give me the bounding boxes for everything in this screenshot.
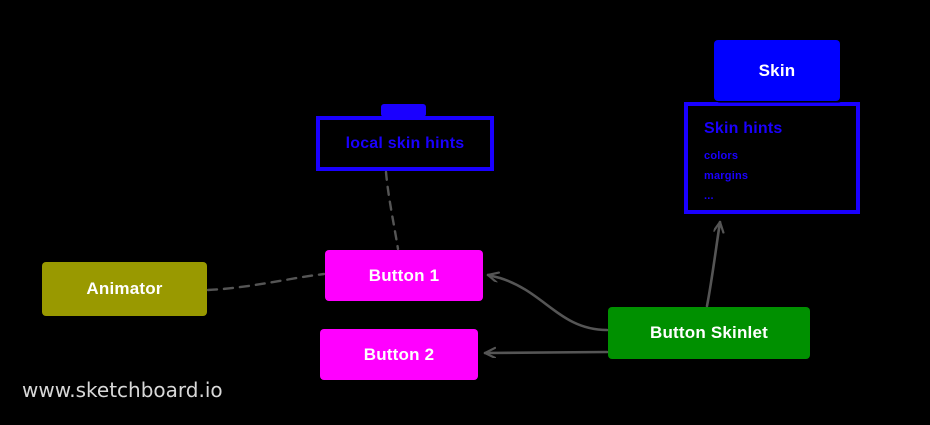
node-skin[interactable]: Skin bbox=[714, 40, 840, 101]
node-button-1[interactable]: Button 1 bbox=[325, 250, 483, 301]
node-button-skinlet[interactable]: Button Skinlet bbox=[608, 307, 810, 359]
connector-animator-to-button1 bbox=[206, 272, 326, 292]
node-button-2-label: Button 2 bbox=[363, 344, 435, 364]
connector-skinlet-to-skinhints bbox=[705, 220, 720, 308]
node-animator[interactable]: Animator bbox=[42, 262, 207, 316]
node-animator-label: Animator bbox=[86, 279, 163, 298]
connector-skinlet-to-button2 bbox=[483, 352, 609, 353]
local-skin-hints-tab-blob-icon bbox=[381, 104, 426, 117]
node-skin-hints-item-ellipsis: ... bbox=[704, 190, 714, 203]
node-skin-hints[interactable]: Skin hints colors margins ... bbox=[684, 102, 860, 214]
node-button-2[interactable]: Button 2 bbox=[320, 329, 478, 380]
connector-localhints-to-button1 bbox=[384, 170, 400, 251]
node-skin-hints-title: Skin hints bbox=[704, 120, 783, 137]
node-button-1-label: Button 1 bbox=[368, 265, 440, 285]
node-button-skinlet-label: Button Skinlet bbox=[649, 323, 768, 342]
node-skin-hints-item-margins: margins bbox=[704, 169, 749, 182]
connector-skinlet-to-button1 bbox=[486, 275, 609, 332]
node-skin-label: Skin bbox=[758, 60, 796, 80]
node-local-skin-hints[interactable]: local skin hints bbox=[316, 116, 494, 171]
watermark-sketchboard: www.sketchboard.io bbox=[22, 378, 223, 402]
node-local-skin-hints-label: local skin hints bbox=[345, 134, 465, 152]
node-skin-hints-item-colors: colors bbox=[704, 149, 739, 162]
